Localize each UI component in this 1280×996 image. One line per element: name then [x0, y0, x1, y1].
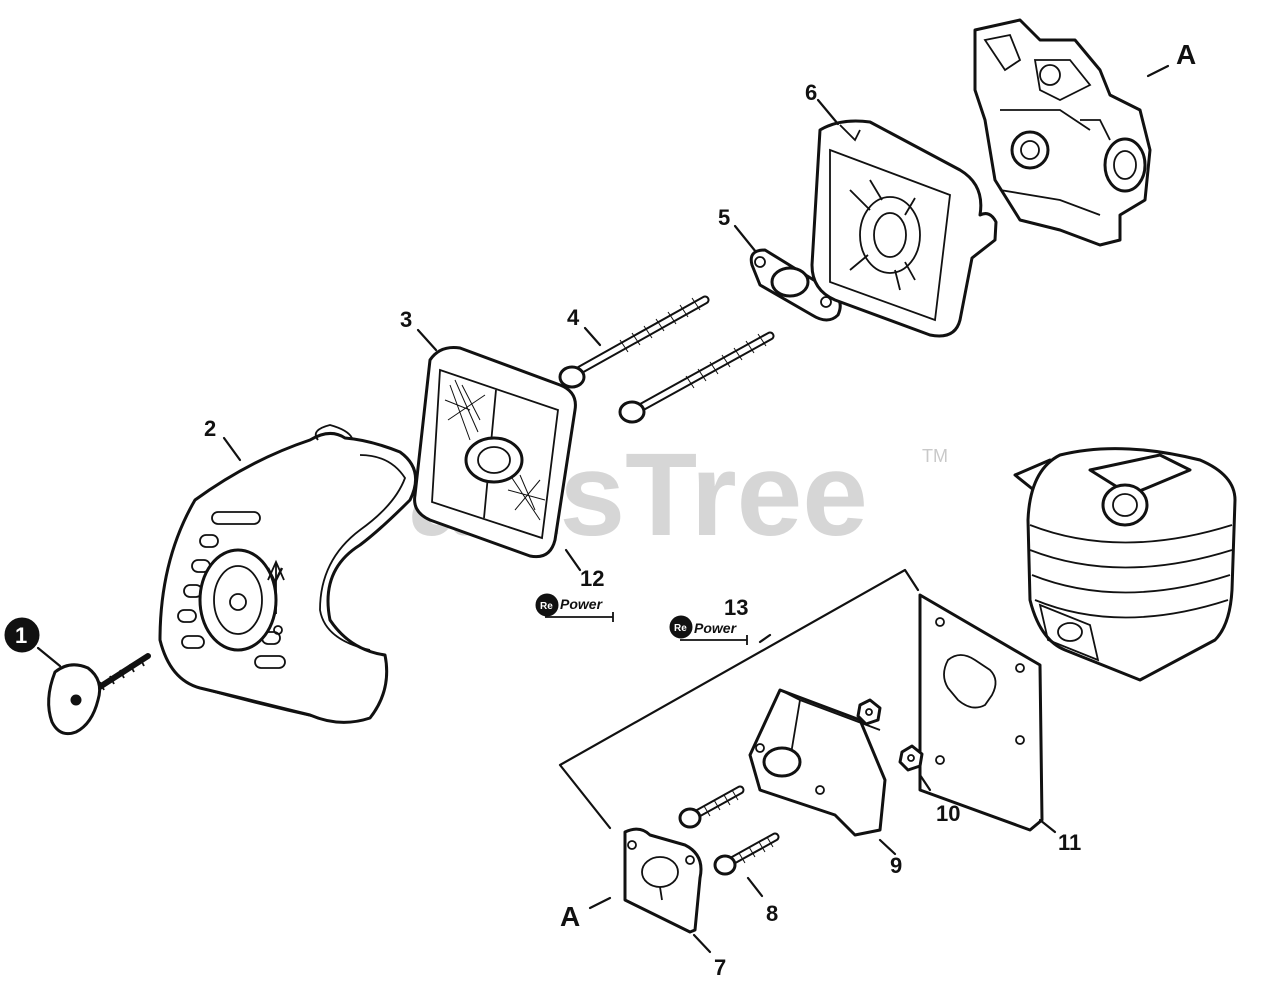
- callout-4[interactable]: 4: [567, 305, 580, 330]
- part-air-cleaner-cover[interactable]: [158, 424, 418, 724]
- repower-text-13: Power: [694, 620, 738, 636]
- repower-badge-13: Re Power: [669, 615, 748, 645]
- repower-prefix-12: Re: [540, 601, 553, 612]
- part-screws[interactable]: [678, 785, 780, 876]
- callout-A-bottom[interactable]: A: [560, 901, 580, 932]
- callout-12[interactable]: 12: [580, 566, 604, 591]
- callout-A-top[interactable]: A: [1176, 39, 1196, 70]
- part-carburetor[interactable]: [973, 18, 1152, 247]
- callout-11[interactable]: 11: [1058, 830, 1081, 855]
- leader-lines: [36, 64, 1170, 954]
- part-bolts[interactable]: [558, 295, 775, 424]
- callout-2[interactable]: 2: [204, 416, 216, 441]
- part-nuts[interactable]: [856, 698, 924, 772]
- callout-1[interactable]: 1: [4, 617, 40, 653]
- part-air-filter[interactable]: [413, 346, 577, 559]
- repower-text-12: Power: [560, 596, 604, 612]
- callout-10[interactable]: 10: [936, 801, 960, 826]
- callout-5[interactable]: 5: [718, 205, 730, 230]
- callout-3[interactable]: 3: [400, 307, 412, 332]
- callout-7[interactable]: 7: [714, 955, 726, 980]
- part-knob[interactable]: [47, 653, 151, 736]
- watermark-trademark: TM: [922, 446, 948, 466]
- part-insulator[interactable]: [748, 688, 887, 837]
- callout-9[interactable]: 9: [890, 853, 902, 878]
- callout-8[interactable]: 8: [766, 901, 778, 926]
- repower-badge-12: Re Power: [535, 593, 614, 622]
- part-gasket-small[interactable]: [623, 827, 703, 934]
- callout-6[interactable]: 6: [805, 80, 817, 105]
- repower-prefix-13: Re: [674, 623, 687, 634]
- part-cylinder[interactable]: [1013, 447, 1237, 682]
- svg-text:1: 1: [15, 623, 27, 648]
- part-air-cleaner-case[interactable]: [810, 119, 998, 338]
- callout-13[interactable]: 13: [724, 595, 748, 620]
- kit-bracket: [558, 568, 920, 830]
- part-gasket-large[interactable]: [918, 593, 1044, 832]
